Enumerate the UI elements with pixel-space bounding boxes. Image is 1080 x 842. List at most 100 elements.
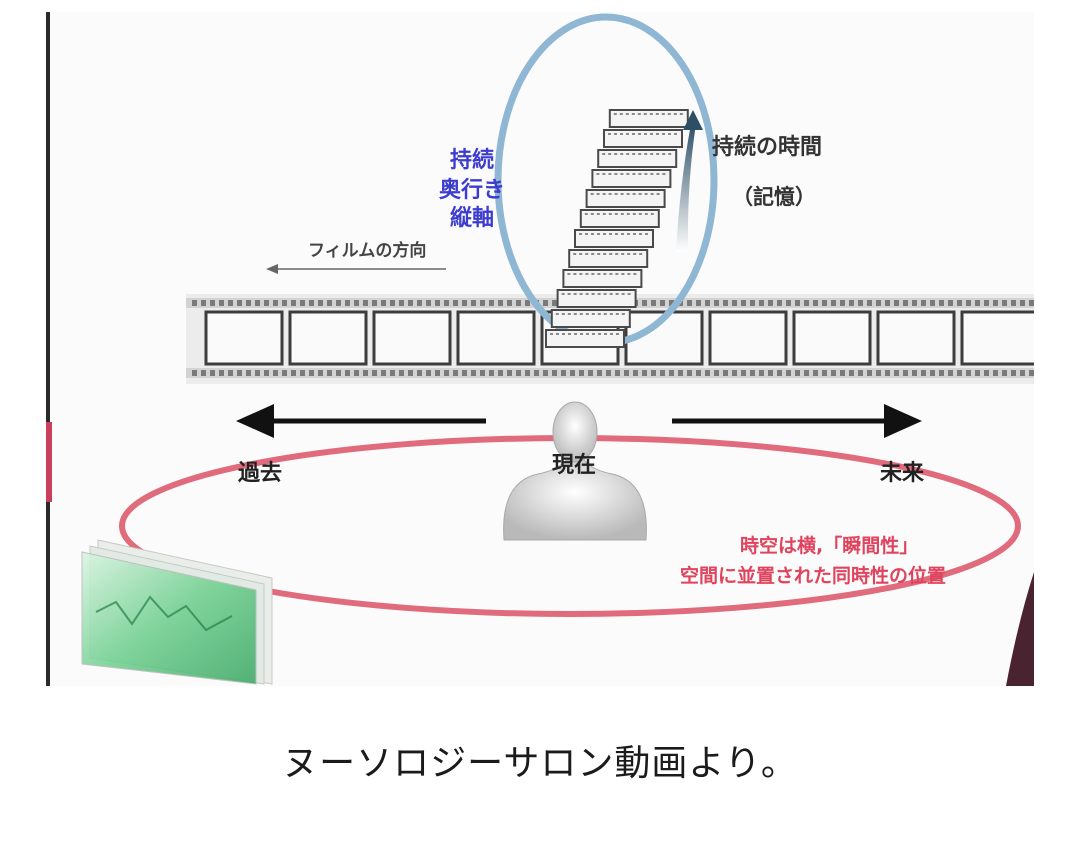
film-perforation: [1002, 370, 1007, 376]
right-corner-shape: [1006, 572, 1034, 686]
green-stacked-panels: [81, 539, 273, 685]
film-perforation: [237, 370, 242, 376]
film-frame: [456, 310, 536, 366]
film-perforation: [201, 370, 206, 376]
film-perforation: [948, 370, 953, 376]
film-perforation: [543, 370, 548, 376]
film-perforation: [390, 370, 395, 376]
film-perforation: [885, 370, 890, 376]
film-perforation: [759, 370, 764, 376]
film-perforation: [462, 370, 467, 376]
film-perforation: [975, 300, 980, 306]
future-arrow-head: [884, 404, 922, 438]
film-perforation: [372, 370, 377, 376]
film-perforation: [957, 370, 962, 376]
stacked-frame: [608, 109, 689, 128]
duration-label-line2: 奥行き: [439, 177, 505, 203]
film-perforation: [642, 300, 647, 306]
film-frame: [960, 310, 1034, 366]
film-perforation: [219, 300, 224, 306]
film-perforation: [831, 300, 836, 306]
film-perforation: [741, 370, 746, 376]
film-perforation: [777, 370, 782, 376]
film-perforation: [399, 370, 404, 376]
film-perforation: [687, 300, 692, 306]
film-perforation: [1020, 370, 1025, 376]
film-perforation: [516, 300, 521, 306]
film-perforation: [435, 370, 440, 376]
film-perforation: [336, 300, 341, 306]
film-perforation: [372, 300, 377, 306]
film-perforation: [273, 300, 278, 306]
film-perforation: [624, 370, 629, 376]
film-perforation: [768, 300, 773, 306]
film-perforation: [741, 300, 746, 306]
stacked-frame: [562, 269, 643, 288]
film-perforation: [318, 370, 323, 376]
film-perforation: [606, 370, 611, 376]
film-perforation: [327, 300, 332, 306]
film-perforation: [525, 300, 530, 306]
film-perforation: [642, 370, 647, 376]
film-perforation: [867, 300, 872, 306]
film-perforation: [732, 300, 737, 306]
film-perforation: [903, 300, 908, 306]
film-perforation: [318, 300, 323, 306]
film-perforation: [255, 300, 260, 306]
film-perforation: [804, 370, 809, 376]
film-perforation: [813, 370, 818, 376]
film-perforation: [363, 300, 368, 306]
film-perforation: [570, 370, 575, 376]
film-perforation: [921, 370, 926, 376]
film-perforation: [552, 300, 557, 306]
film-perforation: [426, 370, 431, 376]
film-perforation: [192, 370, 197, 376]
film-perforation: [912, 300, 917, 306]
memory-label: （記憶）: [732, 185, 816, 209]
film-perforation: [930, 370, 935, 376]
film-perforation: [480, 300, 485, 306]
spacetime-label-line1: 時空は横,「瞬間性」: [740, 534, 918, 557]
film-perforation: [246, 370, 251, 376]
film-perforation: [1020, 300, 1025, 306]
film-perforation: [696, 370, 701, 376]
film-perforation: [507, 370, 512, 376]
film-perforation: [264, 300, 269, 306]
film-perforation: [543, 300, 548, 306]
film-perforation: [930, 300, 935, 306]
film-perforation: [840, 300, 845, 306]
film-perforation: [291, 370, 296, 376]
film-frame: [204, 310, 284, 366]
film-perforation: [966, 370, 971, 376]
film-perforation: [534, 370, 539, 376]
stacked-frame: [545, 329, 625, 348]
film-perforation: [498, 300, 503, 306]
left-accent: [46, 422, 52, 502]
frame-left-edge: [46, 12, 50, 686]
film-perforation: [651, 300, 656, 306]
film-perforation: [858, 300, 863, 306]
film-perforation: [561, 370, 566, 376]
film-perforation: [417, 370, 422, 376]
film-perforation: [984, 300, 989, 306]
film-perforation: [822, 370, 827, 376]
film-perforation: [795, 370, 800, 376]
film-perforation: [678, 370, 683, 376]
film-perforation: [471, 370, 476, 376]
film-perforation: [489, 370, 494, 376]
film-perforation: [516, 370, 521, 376]
stacked-frame: [550, 309, 631, 328]
film-perforation: [894, 370, 899, 376]
film-perforation: [633, 370, 638, 376]
film-perforation: [300, 300, 305, 306]
film-perforation: [732, 370, 737, 376]
film-perforation: [453, 370, 458, 376]
film-perforation: [660, 370, 665, 376]
film-perforation: [993, 300, 998, 306]
stacked-frame: [597, 149, 678, 168]
film-perforation: [354, 370, 359, 376]
film-strip: [186, 294, 1034, 384]
time-diagram: フィルムの方向 持続 奥行き 縦軸 持続の時間 （記憶） 過去 現在 未来 時空…: [46, 13, 1034, 686]
film-perforation: [1011, 370, 1016, 376]
film-perforation: [696, 300, 701, 306]
